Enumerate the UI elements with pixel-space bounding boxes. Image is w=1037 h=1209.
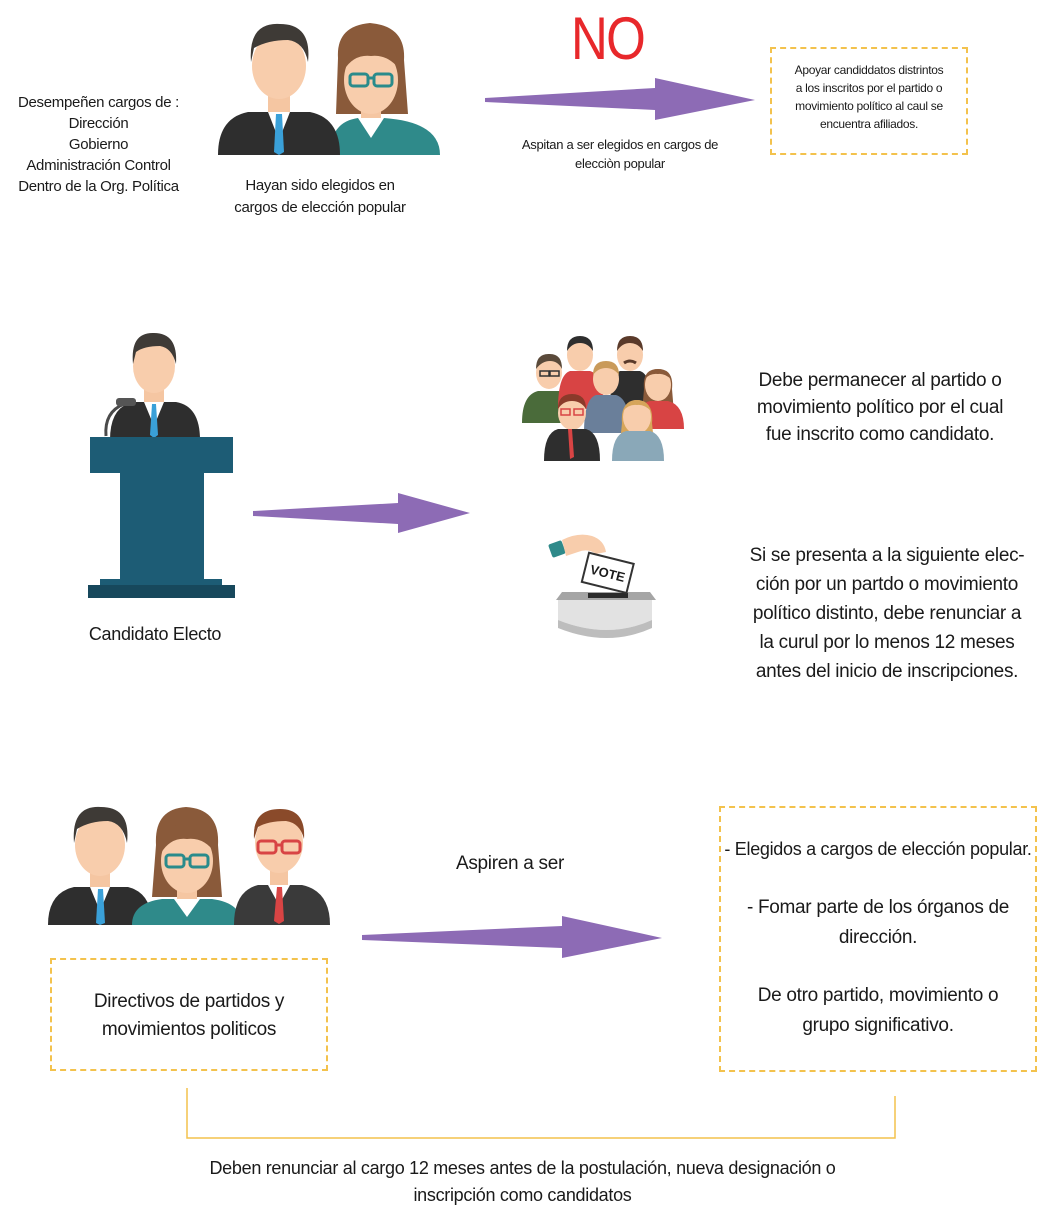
aspiren-caption: Aspiren a ser <box>455 853 565 874</box>
no-label: NO <box>570 5 646 72</box>
support-box <box>770 47 968 155</box>
aspirations-item-2: - Fomar parte de los órganos de direcció… <box>746 897 1010 948</box>
three-people-icon <box>48 806 330 925</box>
people-caption: Hayan sido elegidos en cargos de elecció… <box>234 177 406 216</box>
directivos-box-text: Directivos de partidos y movimientos pol… <box>93 991 285 1040</box>
remain-party-text: Debe permanecer al partido o movimiento … <box>756 370 1004 445</box>
bracket-connector <box>186 1088 896 1139</box>
resign-seat-text: Si se presenta a la siguiente elec- ción… <box>749 545 1025 682</box>
aspirations-item-1: - Elegidos a cargos de elección popular. <box>724 839 1032 859</box>
arrow-2 <box>253 493 470 533</box>
arrow-1-caption: Aspitan a ser elegidos en cargos de elec… <box>521 137 719 171</box>
arrow-3 <box>362 916 662 958</box>
podium-caption: Candidato Electo <box>88 624 222 644</box>
ballot-box-icon: VOTE <box>548 534 656 638</box>
group-of-people-icon <box>522 336 684 461</box>
directivos-box <box>50 958 328 1071</box>
support-box-text: Apoyar candiddatos distrintos a los insc… <box>794 63 944 131</box>
aspirations-box <box>719 806 1037 1072</box>
aspirations-item-3: De otro partido, movimiento o grupo sign… <box>757 985 999 1036</box>
man-woman-icon <box>218 23 440 155</box>
bottom-resign-text: Deben renunciar al cargo 12 meses antes … <box>209 1158 836 1205</box>
arrow-1 <box>485 78 755 120</box>
roles-list-text: Desempeñen cargos de : Dirección Gobiern… <box>17 94 179 195</box>
podium-speaker-icon <box>88 332 235 598</box>
